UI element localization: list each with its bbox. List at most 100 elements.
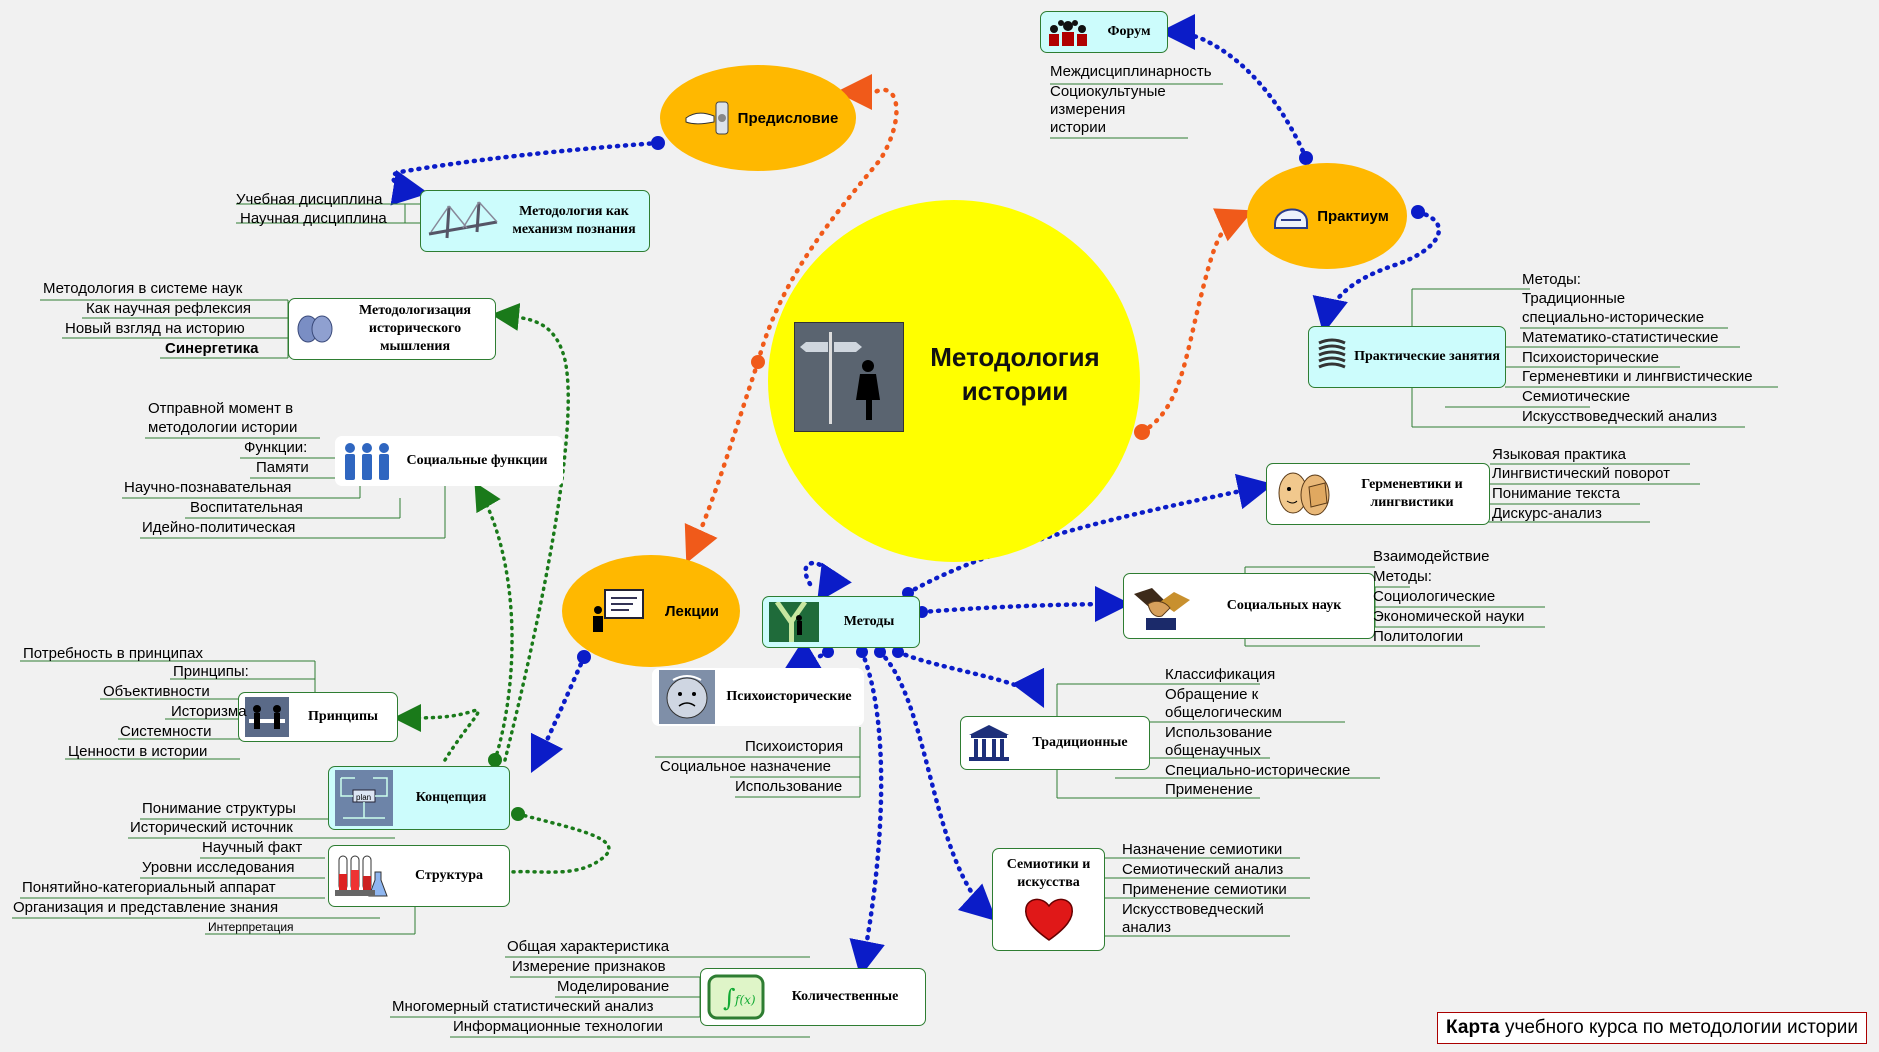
list-item: Междисциплинарность <box>1050 63 1212 80</box>
list-item: Историзма <box>171 703 247 720</box>
people-icon <box>345 443 389 480</box>
node-label: Семиотики и искусства <box>1006 856 1091 890</box>
list-item: Семиотические <box>1522 388 1631 405</box>
bridge-icon <box>428 201 498 239</box>
map-caption: Карта учебного курса по методологии исто… <box>1437 1012 1867 1044</box>
node-label: Практические занятия <box>1354 349 1500 364</box>
coil-icon <box>1318 338 1346 369</box>
list-item: Измерение признаков <box>512 958 666 975</box>
link-dot <box>751 355 765 369</box>
list-item: Системности <box>120 723 212 740</box>
plan-chart-icon: plan <box>335 770 393 826</box>
crossroads-icon <box>769 602 819 642</box>
node-label: Количественные <box>791 989 899 1004</box>
list-item: Традиционные <box>1522 290 1626 307</box>
list-item: специально-исторические <box>1522 309 1705 326</box>
list-item: Математико-статистические <box>1522 329 1719 346</box>
list-item: Классификация <box>1165 666 1276 683</box>
list-item: Воспитательная <box>190 499 303 516</box>
node-socnauk[interactable]: Социальных наук <box>1123 573 1375 639</box>
list-item: Синергетика <box>165 340 259 357</box>
node-semiotiki[interactable]: Семиотики и искусства <box>992 848 1105 951</box>
heart-icon <box>1024 898 1073 941</box>
link-dot <box>892 646 904 658</box>
node-social-func[interactable]: Социальные функции <box>335 436 563 486</box>
node-psihoist[interactable]: Психоисторические <box>652 668 864 726</box>
node-prakt-zan[interactable]: Практические занятия <box>1308 326 1506 388</box>
caption-text: учебного курса по методологии истории <box>1499 1017 1858 1038</box>
list-item: Лингвистический поворот <box>1492 465 1671 482</box>
link-metody-germenevtiki <box>905 473 1274 596</box>
people-group-icon <box>1049 20 1087 46</box>
list-item: Обращение к <box>1165 686 1259 703</box>
node-struktura[interactable]: Структура <box>328 845 510 907</box>
museum-icon <box>969 725 1009 761</box>
node-label: Предисловие <box>737 109 839 127</box>
node-germenevtiki[interactable]: Герменевтики и лингвистики <box>1266 463 1490 525</box>
list-item: Научная дисциплина <box>240 210 387 227</box>
list-item: измерения <box>1050 101 1126 118</box>
node-kolich[interactable]: ∫ f(x) Количественные <box>700 968 926 1026</box>
node-lekcii[interactable]: Лекции <box>562 555 740 667</box>
list-item: Языковая практика <box>1492 446 1627 463</box>
link-metody-psihoist <box>782 638 831 673</box>
link-lekcii-koncepcia <box>530 654 587 774</box>
node-predislovie[interactable]: Предисловие <box>660 65 856 171</box>
list-item: Моделирование <box>557 978 670 995</box>
link-koncepcia-principy <box>393 703 480 762</box>
link-center-predislovie <box>755 74 899 365</box>
list-item: Отправной момент в <box>148 400 294 417</box>
list-item: Исторический источник <box>130 819 293 836</box>
link-metody-kolich <box>849 649 885 977</box>
green-links <box>393 303 611 874</box>
list-item: Памяти <box>256 459 309 476</box>
face-icon <box>659 670 715 724</box>
link-dot <box>488 753 502 767</box>
link-dot <box>511 807 525 821</box>
node-label: Социальных наук <box>1226 598 1342 613</box>
list-item: Информационные технологии <box>453 1018 663 1035</box>
link-dot <box>1299 151 1313 165</box>
list-item: методологии истории <box>148 419 298 436</box>
node-forum[interactable]: Форум <box>1040 11 1168 53</box>
node-label: Социальные функции <box>406 453 548 468</box>
node-label: Методологизация исторического мышления <box>358 303 472 354</box>
link-dot <box>874 646 886 658</box>
link-metody-loop <box>803 560 852 603</box>
list-item: Интерпретация <box>208 920 294 934</box>
list-item: Учебная дисциплина <box>236 191 383 208</box>
list-item: Взаимодействие <box>1373 548 1490 565</box>
node-praktikum[interactable]: Практиум <box>1247 163 1407 269</box>
node-metodologizacia[interactable]: Методологизация исторического мышления <box>288 298 496 360</box>
node-label: Психоисторические <box>726 689 852 704</box>
node-label: Концепция <box>415 790 487 805</box>
list-item: Применение <box>1165 781 1253 798</box>
node-label: Методы <box>843 614 895 629</box>
node-principy[interactable]: Принципы <box>238 692 398 742</box>
link-predislovie-mekh <box>390 140 661 206</box>
list-item: Принципы: <box>173 663 249 680</box>
node-traditional[interactable]: Традиционные <box>960 716 1150 770</box>
node-koncepcia[interactable]: plan Концепция <box>328 766 510 830</box>
list-item: Методы: <box>1522 271 1581 288</box>
link-center-lekcii <box>684 359 761 564</box>
node-label: Методология как механизм познания <box>512 204 636 237</box>
caption-bold: Карта <box>1446 1017 1500 1038</box>
link-metody-socnauk <box>919 586 1131 623</box>
test-tubes-icon <box>335 855 388 897</box>
link-koncepcia-struktura <box>510 812 611 874</box>
list-item: Как научная рефлексия <box>86 300 252 317</box>
list-item: Объективности <box>103 683 210 700</box>
svg-text:plan: plan <box>356 793 371 802</box>
list-item: Понимание текста <box>1492 485 1620 502</box>
list-item: Социальное назначение <box>660 758 831 775</box>
link-dot <box>1411 205 1425 219</box>
list-item: Назначение семиотики <box>1122 841 1283 858</box>
node-metody[interactable]: Методы <box>762 596 920 648</box>
svg-text:∫: ∫ <box>723 984 736 1012</box>
node-mekh[interactable]: Методология как механизм познания <box>420 190 650 252</box>
list-item: общелогическим <box>1165 704 1282 721</box>
list-item: Организация и представление знания <box>13 899 279 916</box>
link-dot <box>651 136 665 150</box>
list-item: Общая характеристика <box>507 938 670 955</box>
